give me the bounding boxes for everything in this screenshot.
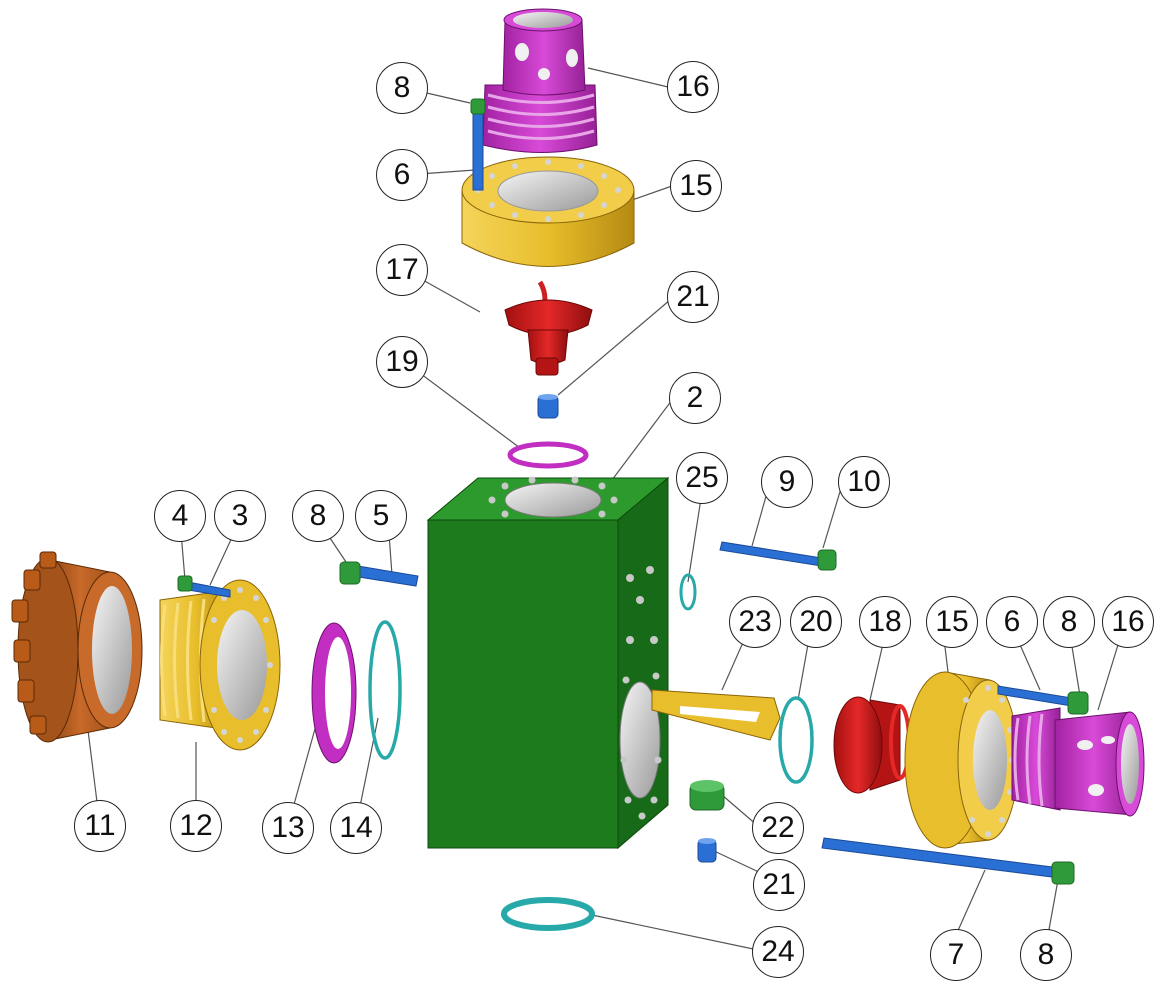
part-9-stud <box>719 541 837 571</box>
part-2-valve-body <box>426 476 670 850</box>
callout-2: 2 <box>669 372 721 424</box>
callout-19: 19 <box>376 336 428 388</box>
callout-24: 24 <box>752 926 804 978</box>
part-3-stud <box>177 575 231 598</box>
part-7-long-stud <box>821 837 1075 885</box>
part-6-right-stud <box>997 685 1089 715</box>
callout-5: 5 <box>355 490 407 542</box>
part-13-seal-ring <box>311 622 357 764</box>
callout-9: 9 <box>761 456 813 508</box>
callout-11: 11 <box>74 800 126 852</box>
part-12-companion-flange <box>159 579 281 751</box>
callout-16-top: 16 <box>667 61 719 113</box>
callout-8-left: 8 <box>292 490 344 542</box>
part-15-right-flange <box>904 671 1019 849</box>
callout-15-right: 15 <box>926 596 978 648</box>
callout-16-right: 16 <box>1102 596 1154 648</box>
part-21-top-plug <box>537 394 559 419</box>
callout-7: 7 <box>930 929 982 981</box>
part-25-o-ring <box>679 573 697 611</box>
callout-22: 22 <box>752 802 804 854</box>
callout-25: 25 <box>676 452 728 504</box>
part-20-o-ring <box>778 696 814 784</box>
callout-17: 17 <box>376 244 428 296</box>
part-16-top-bonnet-nut <box>482 8 598 153</box>
callout-12: 12 <box>170 800 222 852</box>
callout-8-top: 8 <box>376 62 428 114</box>
callout-14: 14 <box>330 802 382 854</box>
callout-13: 13 <box>262 802 314 854</box>
part-6-top-stud <box>470 98 486 191</box>
callout-21-top: 21 <box>667 271 719 323</box>
part-14-o-ring <box>368 620 402 760</box>
part-22-bleeder-plug <box>689 780 725 811</box>
part-11-hammer-union-nut <box>11 551 143 743</box>
part-19-o-ring <box>507 441 589 469</box>
callout-23: 23 <box>729 596 781 648</box>
callout-21-bottom: 21 <box>753 859 805 911</box>
callout-20: 20 <box>790 596 842 648</box>
part-17-gate <box>504 280 593 376</box>
part-24-o-ring <box>501 897 595 931</box>
part-23-gate <box>651 689 781 741</box>
callout-4: 4 <box>154 490 206 542</box>
callout-8-right: 8 <box>1043 596 1095 648</box>
part-15-top-flange <box>461 156 635 267</box>
callout-6-top: 6 <box>376 149 428 201</box>
callout-15-top: 15 <box>670 160 722 212</box>
callout-8-bottom: 8 <box>1020 929 1072 981</box>
callout-3: 3 <box>214 490 266 542</box>
part-21-bottom-plug <box>697 838 717 863</box>
callout-18: 18 <box>859 596 911 648</box>
part-18-seat <box>833 696 911 794</box>
callout-10: 10 <box>838 456 890 508</box>
part-5-stud <box>339 561 419 587</box>
callout-6-right: 6 <box>986 596 1038 648</box>
part-16-right-bonnet-nut <box>1011 707 1145 817</box>
